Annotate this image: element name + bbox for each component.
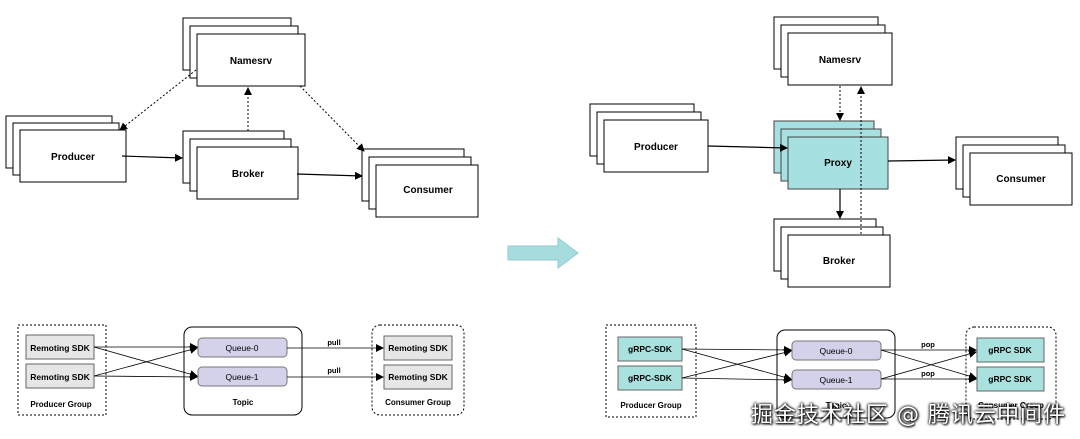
left-queue-0-label: Queue-0 [225,343,258,353]
left-architecture: Namesrv Producer Broker Consumer [5,17,479,218]
right-consumer-group-box [965,326,1057,420]
right-edge-p0-q1 [681,348,792,381]
left-queue-0 [197,337,288,358]
right-consumer-sdk-1-label: gRPC SDK [988,374,1032,384]
right-queue-0 [791,340,882,361]
right-queue-0-label: Queue-0 [819,346,852,356]
right-producer-sdk-1-label: gRPC-SDK [628,373,673,383]
left-consumer-node: Consumer [361,148,479,218]
right-broker-label: Broker [823,256,855,267]
right-edge-q1-c0 [880,350,977,380]
right-consumer-sdk-0-label: gRPC SDK [988,345,1032,355]
right-producer-node: Producer [589,103,709,173]
right-consumer-group-label: Consumer Group [978,401,1044,410]
right-edge-p1-q1 [681,375,792,384]
right-edge-label-1: pop [921,369,935,378]
right-producer-sdk-1 [617,365,683,391]
right-topic-box [776,329,896,419]
left-topic-label: Topic [233,398,254,407]
left-producer-sdk-0-label: Remoting SDK [30,343,90,353]
right-producer-sdk-0-label: gRPC-SDK [628,344,673,354]
left-producer-sdk-0 [25,334,95,360]
watermark: 掘金技术社区 @ 腾讯云中间件 [751,403,1066,428]
left-edge-p1-q1 [93,372,198,381]
right-namesrv-node: Namesrv [773,16,893,86]
left-edge-label-0: pull [327,338,340,347]
left-edge-p1-q0 [93,345,198,377]
right-proxy-node: Proxy [773,120,889,190]
left-broker-to-consumer-edge [296,171,363,180]
left-consumer-group-box [371,324,465,416]
right-queue-1-label: Queue-1 [819,375,852,385]
left-consumer-label: Consumer [403,185,453,196]
right-consumer-node: Consumer [955,136,1073,206]
right-producer-label: Producer [634,142,678,153]
left-namesrv-to-consumer-edge [299,85,365,152]
right-edge-q0-c1 [880,349,977,380]
left-namesrv-node: Namesrv [182,17,306,87]
left-consumer-sdk-0-label: Remoting SDK [388,343,448,353]
left-queue-model: Remoting SDK Remoting SDK Producer Group… [17,324,465,416]
transition-arrow [507,237,579,269]
right-namesrv-label: Namesrv [819,55,862,66]
right-broker-node: Broker [773,218,891,288]
left-namesrv-label: Namesrv [230,56,273,67]
left-producer-group-label: Producer Group [30,400,91,409]
right-consumer-sdk-1 [976,366,1045,392]
left-queue-1-label: Queue-1 [225,372,258,382]
right-queue-1 [791,369,882,390]
right-consumer-label: Consumer [996,174,1046,185]
left-producer-sdk-1-label: Remoting SDK [30,372,90,382]
right-proxy-to-consumer-edge [887,156,956,165]
left-topic-box [183,326,303,416]
left-producer-to-broker-edge [121,153,183,162]
left-edge-p0-q1 [93,346,198,378]
right-consumer-sdk-0 [976,337,1045,363]
left-producer-sdk-1 [25,363,95,389]
right-producer-to-proxy-edge [707,143,788,152]
right-proxy-label: Proxy [824,158,852,169]
left-edge-label-1: pull [327,366,340,375]
left-producer-group-box [17,324,107,416]
left-queue-1 [197,366,288,387]
left-consumer-sdk-1-label: Remoting SDK [388,372,448,382]
left-namesrv-to-producer-edge [119,69,197,131]
left-producer-label: Producer [51,152,95,163]
right-queue-model: gRPC-SDK gRPC-SDK Producer Group Queue-0… [605,324,1057,420]
right-edge-label-0: pop [921,340,935,349]
left-broker-label: Broker [232,169,264,180]
left-consumer-sdk-1 [383,364,453,390]
right-architecture: Namesrv Producer Proxy Consumer [589,16,1073,288]
right-producer-group-label: Producer Group [620,401,681,410]
right-edge-p0-q0 [681,345,792,354]
right-edge-p1-q0 [681,348,792,379]
left-consumer-sdk-0 [383,335,453,361]
left-broker-node: Broker [182,130,299,200]
right-producer-group-box [605,324,697,418]
left-producer-node: Producer [5,115,127,183]
right-topic-label: Topic [826,401,847,410]
left-consumer-group-label: Consumer Group [385,398,451,407]
